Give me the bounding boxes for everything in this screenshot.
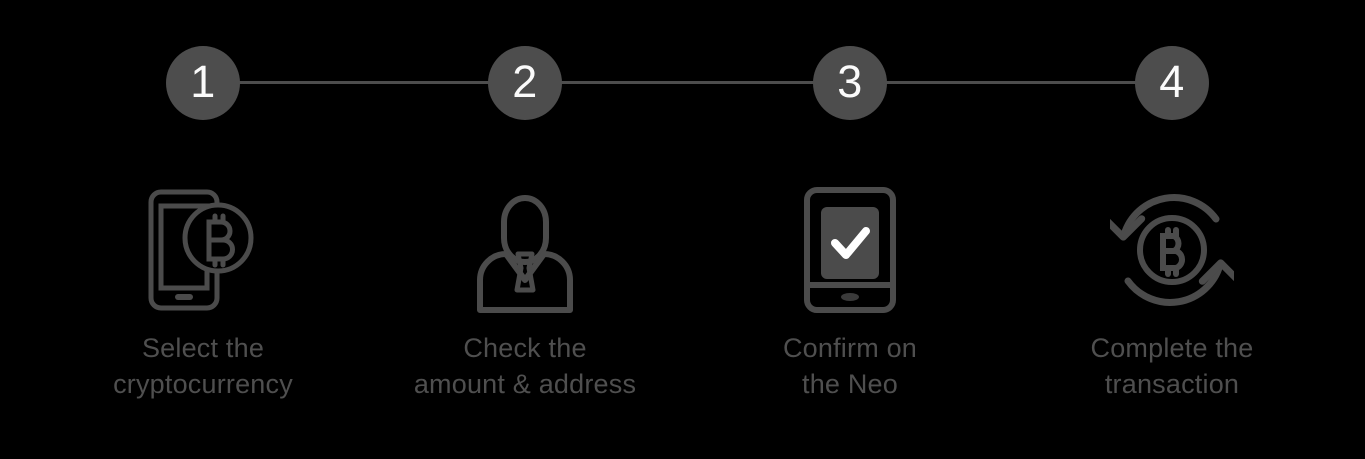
step-circle-4[interactable]: 4 (1135, 46, 1209, 120)
smartphone-bitcoin-icon (148, 189, 254, 311)
step-number-2: 2 (512, 56, 538, 107)
step-caption-3-line1: Confirm on (782, 333, 918, 363)
step-icon-1-wrap (53, 180, 353, 320)
step-caption-4-line1: Complete the (1090, 333, 1254, 363)
step-number-4: 4 (1159, 56, 1185, 107)
progress-connector-line (203, 81, 1172, 84)
step-number-3: 3 (837, 56, 863, 107)
step-caption-3-line2: the Neo (802, 369, 898, 399)
person-suit-icon (477, 195, 573, 313)
hardware-wallet-checkmark-icon (804, 187, 896, 313)
step-circle-1[interactable]: 1 (166, 46, 240, 120)
step-caption-4-line2: transaction (1104, 369, 1240, 399)
step-caption-2-line1: Check the (463, 333, 587, 363)
step-caption-2-line2: amount & address (413, 369, 637, 399)
step-caption-1-line1: Select the (141, 333, 265, 363)
step-circle-2[interactable]: 2 (488, 46, 562, 120)
step-caption-2: Check the amount & address (375, 330, 675, 402)
step-circle-3[interactable]: 3 (813, 46, 887, 120)
step-number-1: 1 (190, 56, 216, 107)
bitcoin-refresh-arrows-icon (1110, 194, 1234, 306)
step-caption-1-line2: cryptocurrency (113, 369, 293, 399)
step-caption-4: Complete the transaction (1022, 330, 1322, 402)
step-icon-3-wrap (700, 180, 1000, 320)
step-icon-4-wrap (1022, 180, 1322, 320)
step-caption-3: Confirm on the Neo (700, 330, 1000, 402)
step-caption-1: Select the cryptocurrency (53, 330, 353, 402)
step-icon-2-wrap (375, 180, 675, 320)
